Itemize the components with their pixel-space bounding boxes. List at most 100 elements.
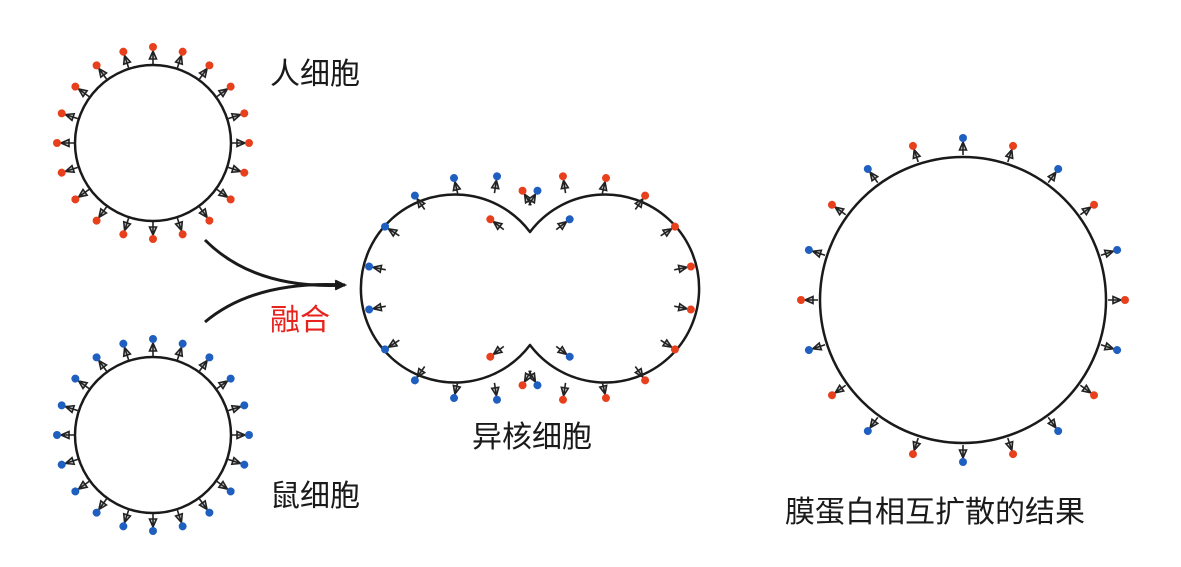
human-membrane-protein [232,138,253,148]
mixed-membrane-protein [1100,341,1122,355]
mixed-membrane-protein [908,437,922,459]
human-membrane-protein [198,61,214,80]
human-membrane-protein [92,61,108,80]
mouse-membrane-protein [71,480,90,496]
mouse-membrane-protein [216,374,235,390]
hybrid-membrane-protein [633,191,650,210]
mixed-membrane-protein [1079,383,1099,400]
hybrid-membrane-protein [490,172,502,194]
hybrid-membrane-protein [486,215,505,231]
human-membrane-protein [57,164,79,177]
hybrid-membrane-protein [526,186,542,206]
membrane-proteins [53,43,1129,535]
hybrid-membrane-protein [555,215,574,231]
mixed-membrane-protein [1046,416,1063,436]
mouse-membrane-protein [148,514,158,535]
hybrid-membrane-protein [490,382,502,404]
result-label: 膜蛋白相互扩散的结果 [785,495,1085,530]
mouse-membrane-protein [232,430,253,440]
human-membrane-protein [53,138,74,148]
hybrid-membrane-protein [450,381,462,402]
mouse-membrane-protein [119,339,132,361]
mouse-membrane-protein [227,456,249,469]
human-membrane-protein [92,206,108,225]
mouse-cell-membrane [73,355,233,515]
mixed-membrane-protein [1079,200,1099,217]
hybrid-membrane-protein [558,382,570,404]
human-membrane-protein [57,109,79,122]
mixed-membrane-protein [804,341,826,355]
human-membrane-protein [198,206,214,225]
mouse-membrane-protein [216,480,235,496]
mouse-membrane-protein [92,353,108,372]
mixed-membrane-protein [863,164,880,184]
human-membrane-protein [148,222,158,243]
mouse-membrane-protein [119,509,132,531]
hybrid-membrane-protein [410,366,427,385]
mouse-membrane-protein [92,498,108,517]
mixed-membrane-protein [804,245,826,259]
human-membrane-protein [119,47,132,69]
hybrid-membrane-protein [674,262,695,274]
mixed-membrane-protein [797,295,818,305]
result-cell-membrane [818,155,1108,445]
hybrid-membrane-protein [381,338,400,354]
hybrid-cell-label: 异核细胞 [472,420,592,455]
mixed-membrane-protein [958,134,968,155]
mixed-membrane-protein [1004,437,1018,459]
hybrid-membrane-protein [558,172,570,194]
human-membrane-protein [227,109,249,122]
hybrid-membrane-protein [660,222,679,238]
hybrid-membrane-protein [660,338,679,354]
hybrid-membrane-protein [674,302,695,314]
mixed-membrane-protein [827,383,847,400]
hybrid-membrane-protein [450,174,462,195]
mouse-membrane-protein [174,339,187,361]
mouse-membrane-protein [198,498,214,517]
mouse-membrane-protein [148,335,158,356]
human-cell-membrane [73,63,233,223]
human-membrane-protein [71,188,90,204]
human-membrane-protein [174,47,187,69]
hybrid-membrane-protein [410,191,427,210]
hybrid-membrane-protein [365,262,386,274]
human-cell-label: 人细胞 [270,57,360,92]
hybrid-membrane-protein [365,302,386,314]
mixed-membrane-protein [1004,141,1018,163]
mouse-cell-label: 鼠细胞 [270,479,360,514]
mouse-membrane-protein [174,509,187,531]
mixed-membrane-protein [908,141,922,163]
human-membrane-protein [119,217,132,239]
hybrid-membrane-protein [598,381,610,402]
fusion-arrow-from-human [203,238,347,291]
fusion-arrow-from-mouse [204,279,347,324]
mixed-membrane-protein [1046,164,1063,184]
mouse-membrane-protein [227,401,249,414]
human-membrane-protein [71,82,90,98]
human-membrane-protein [216,188,235,204]
mouse-membrane-protein [57,401,79,414]
human-membrane-protein [174,217,187,239]
mouse-membrane-protein [71,374,90,390]
hybrid-cell-membrane [359,193,701,384]
fusion-label: 融合 [270,303,330,338]
hybrid-membrane-protein [555,345,574,361]
human-membrane-protein [227,164,249,177]
mixed-membrane-protein [1108,295,1129,305]
mixed-membrane-protein [958,445,968,466]
mouse-membrane-protein [53,430,74,440]
mouse-membrane-protein [57,456,79,469]
hybrid-membrane-protein [486,345,505,361]
mixed-membrane-protein [863,416,880,436]
mixed-membrane-protein [1100,245,1122,259]
mixed-membrane-protein [827,200,847,217]
human-membrane-protein [148,43,158,64]
mouse-membrane-protein [198,353,214,372]
hybrid-membrane-protein [598,174,610,195]
human-membrane-protein [216,82,235,98]
hybrid-membrane-protein [633,366,650,385]
hybrid-membrane-protein [518,370,534,390]
hybrid-membrane-protein [381,222,400,238]
